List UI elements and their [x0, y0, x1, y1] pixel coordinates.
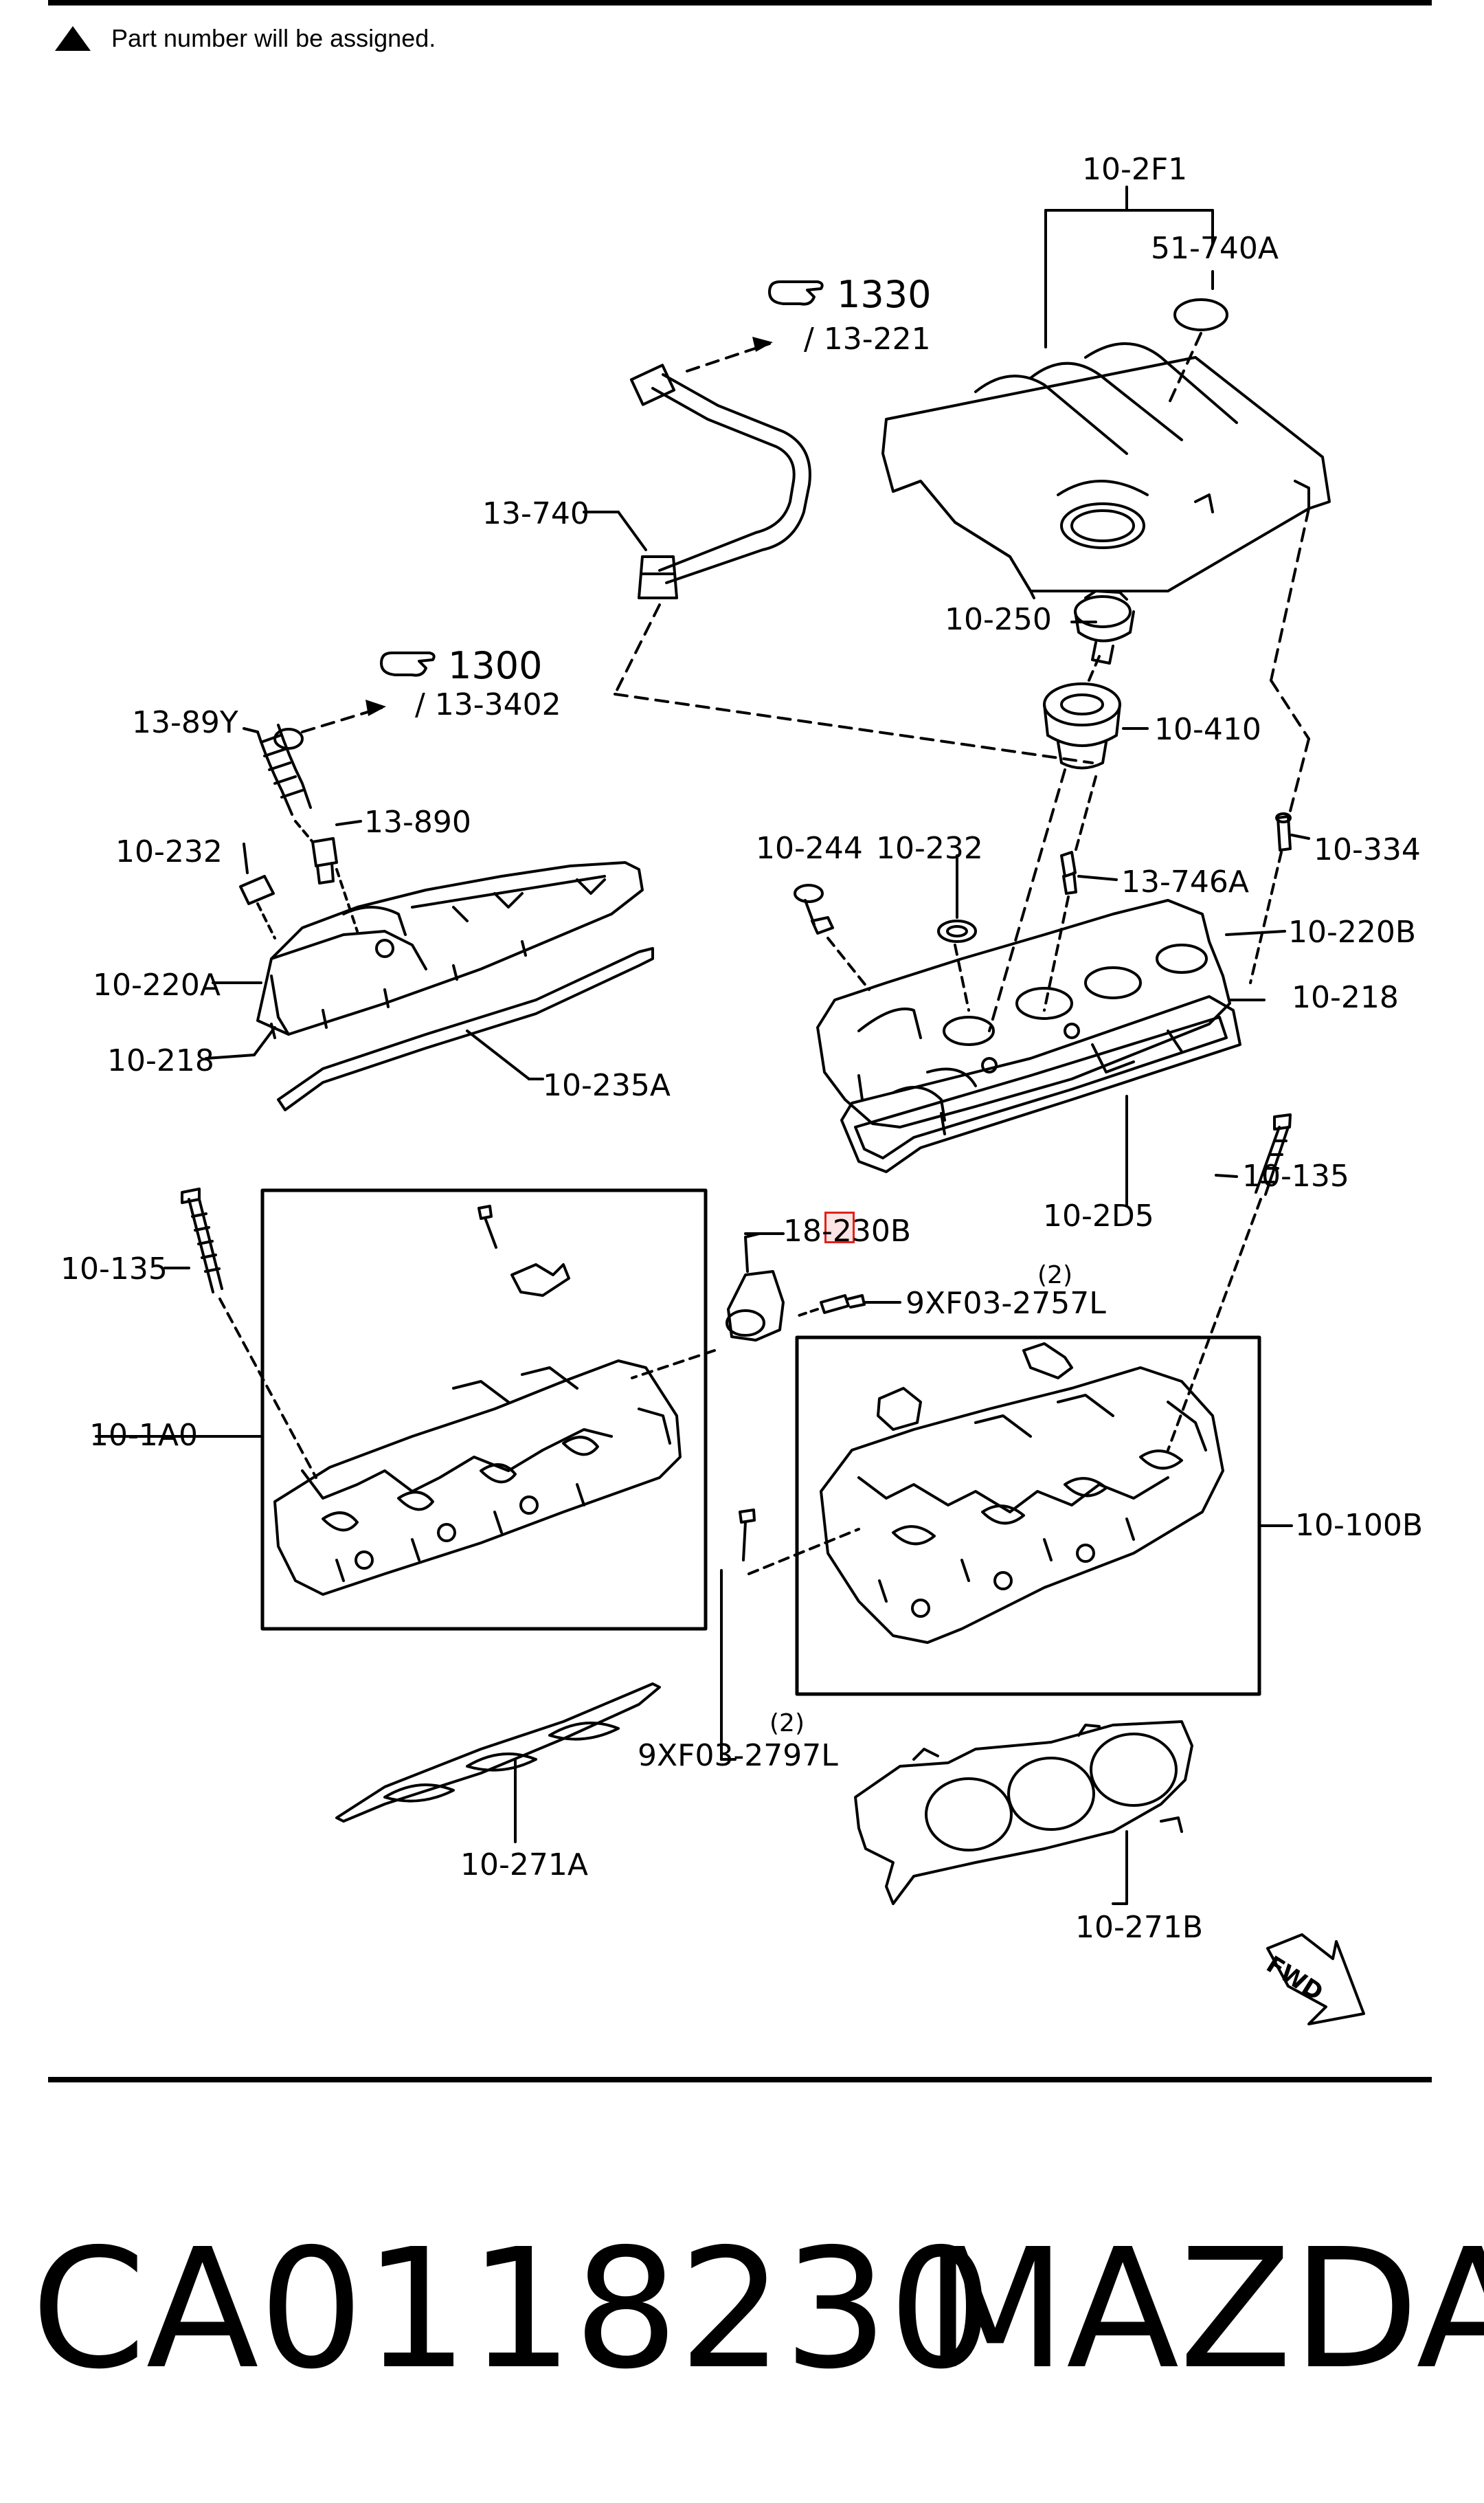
callout-10-235A[interactable]: 10-235A — [543, 1068, 671, 1103]
bolt-10-244 — [794, 884, 834, 935]
oil-seal — [1043, 682, 1121, 770]
highlight-marker — [824, 1212, 855, 1243]
ref-1300-main[interactable]: 1300 — [448, 644, 543, 687]
ref-1330-main[interactable]: 1330 — [837, 273, 932, 316]
callout-10-250[interactable]: 10-250 — [945, 602, 1052, 637]
ref-1330-sub[interactable]: / 13-221 — [804, 322, 931, 357]
right-head-cover — [816, 899, 1231, 1135]
callout-13-740[interactable]: 13-740 — [482, 496, 589, 531]
callout-51-740A[interactable]: 51-740A — [1151, 231, 1279, 266]
bolt-9XF03-2797L — [739, 1509, 756, 1561]
top-rule — [48, 0, 1432, 5]
callout-10-232-right[interactable]: 10-232 — [876, 831, 983, 866]
callout-10-218-right[interactable]: 10-218 — [1292, 980, 1399, 1015]
callout-10-220B[interactable]: 10-220B — [1288, 915, 1417, 950]
bracket-10-2F1 — [1044, 186, 1214, 348]
box-10-1A0 — [260, 1188, 708, 1631]
box-10-100B — [795, 1335, 1261, 1696]
cap-in-left-box — [510, 1263, 570, 1297]
callout-10-271A[interactable]: 10-271A — [460, 1847, 588, 1882]
header-note: Part number will be assigned. — [111, 24, 436, 52]
pcv-hose-13-89Y — [256, 724, 312, 816]
head-gasket-10-271B — [854, 1720, 1193, 1905]
callout-10-100B[interactable]: 10-100B — [1295, 1508, 1424, 1543]
footer-part-number: CA0118230 — [31, 2213, 993, 2405]
callout-13-89Y[interactable]: 13-89Y — [132, 705, 238, 740]
cam-sensor-18-230B — [726, 1232, 785, 1342]
right-cylinder-head — [820, 1366, 1224, 1644]
callout-10-232-left[interactable]: 10-232 — [115, 834, 223, 869]
bolt-9XF03-2757L — [820, 1294, 866, 1314]
engine-cover — [881, 298, 1331, 599]
bottom-rule — [48, 2077, 1432, 2082]
left-cylinder-head — [273, 1359, 682, 1596]
callout-10-2D5[interactable]: 10-2D5 — [1043, 1199, 1154, 1234]
cap-in-right-box-a — [877, 1387, 922, 1431]
callout-13-890[interactable]: 13-890 — [364, 805, 471, 840]
callout-10-220A[interactable]: 10-220A — [93, 968, 221, 1003]
callout-10-135-left[interactable]: 10-135 — [60, 1252, 168, 1287]
callout-10-410[interactable]: 10-410 — [1154, 712, 1261, 747]
callout-qty-2797: (2) — [769, 1709, 805, 1737]
pointing-hand-icon — [380, 280, 824, 677]
pcv-valve-13-890 — [311, 837, 338, 885]
footer-brand: MAZDA — [924, 2213, 1484, 2405]
left-cover-gasket — [277, 947, 654, 1111]
seal-10-232-right — [937, 920, 977, 943]
sensor-13-746A — [1060, 851, 1077, 895]
stud-10-334 — [1275, 812, 1292, 852]
bolt-10-135-right — [1255, 1113, 1292, 1196]
oil-cap — [1074, 590, 1135, 665]
bolt-10-135-left — [181, 1188, 223, 1293]
callout-10-334[interactable]: 10-334 — [1314, 832, 1421, 867]
seal-10-232-left — [239, 875, 275, 905]
head-gasket-10-271A — [335, 1682, 661, 1823]
callout-9XF03-2757L[interactable]: 9XF03-2757L — [906, 1286, 1106, 1321]
callout-9XF03-2797L[interactable]: 9XF03-2797L — [638, 1738, 838, 1773]
left-head-cover — [256, 861, 644, 1039]
fwd-arrow-icon — [1266, 1933, 1365, 2025]
callout-10-1A0[interactable]: 10-1A0 — [89, 1418, 198, 1453]
callout-10-135-right[interactable]: 10-135 — [1242, 1159, 1349, 1194]
callout-10-244[interactable]: 10-244 — [756, 831, 863, 866]
right-cover-gasket — [840, 995, 1241, 1173]
callout-13-746A[interactable]: 13-746A — [1121, 865, 1249, 900]
callout-qty-2757: (2) — [1037, 1261, 1072, 1289]
callout-10-218-left[interactable]: 10-218 — [107, 1043, 214, 1078]
ref-1300-sub[interactable]: / 13-3402 — [415, 687, 561, 722]
callout-10-2F1[interactable]: 10-2F1 — [1082, 152, 1188, 187]
breather-hose-13-740 — [629, 364, 811, 599]
bolt-in-left-box — [477, 1205, 497, 1249]
triangle-icon — [55, 26, 91, 51]
callout-18-230B[interactable]: 18-230B — [783, 1214, 912, 1249]
callout-10-271B[interactable]: 10-271B — [1075, 1910, 1204, 1945]
cap-in-right-box-b — [1022, 1342, 1073, 1379]
